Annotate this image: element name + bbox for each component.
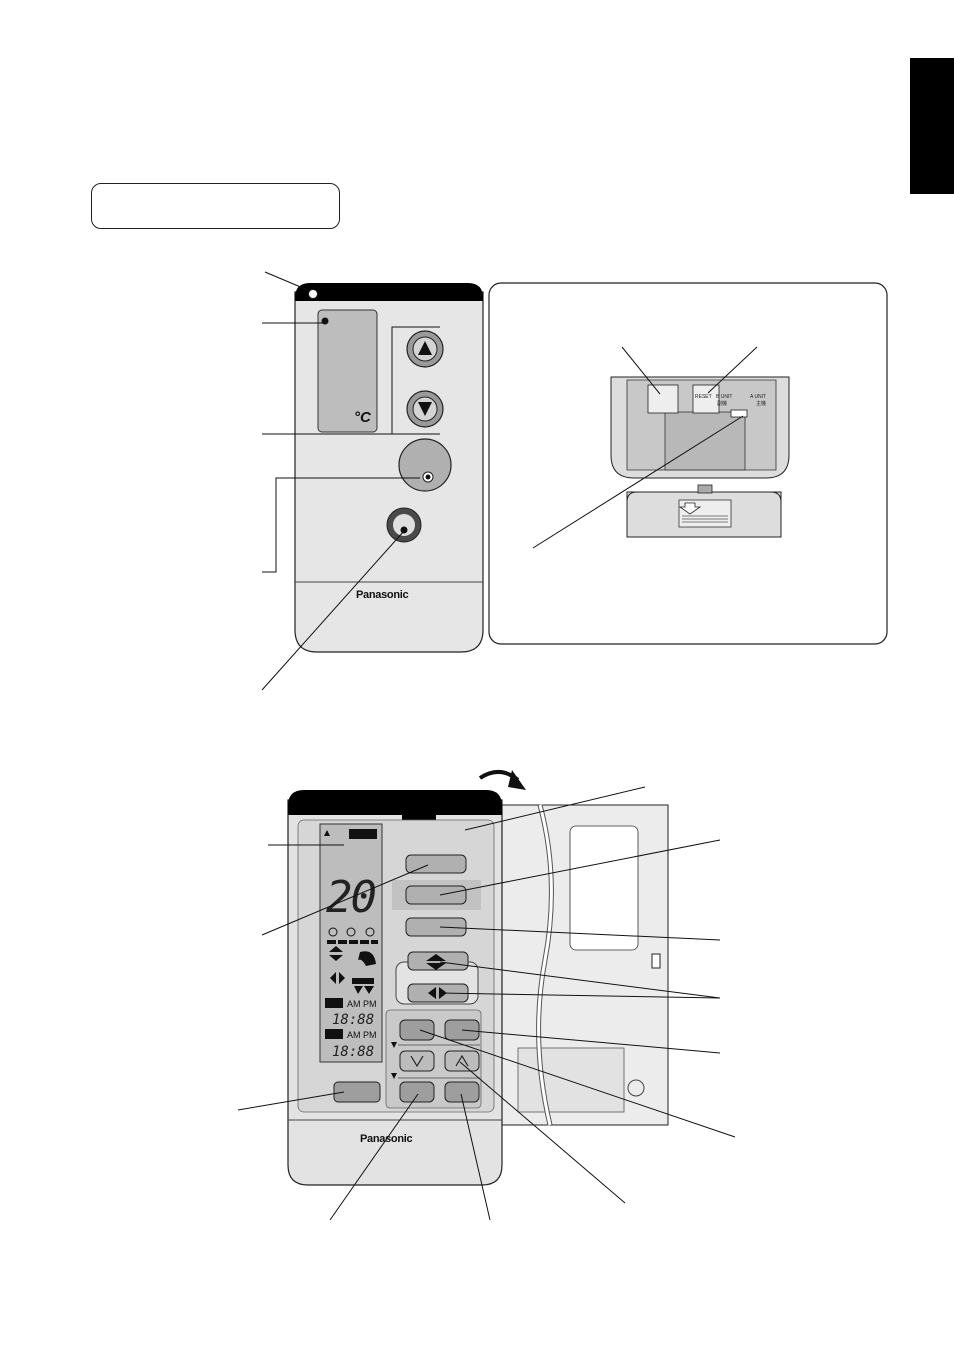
triangle-down-icon (418, 402, 432, 416)
svg-text:A UNIT: A UNIT (750, 394, 766, 400)
bottom-remote: 20 AM PM 18:88 AM PM 18:88 (237, 770, 736, 1221)
inset-panel: RESET B UNIT A UNIT 副機 主機 (488, 282, 888, 645)
triangle-up-icon (418, 341, 432, 355)
timer-set-button[interactable] (399, 1081, 435, 1103)
signal-emitter-icon (308, 289, 318, 299)
timer-on-button[interactable] (399, 1019, 435, 1041)
svg-text:18:88: 18:88 (332, 1044, 374, 1060)
svg-text:副機: 副機 (717, 400, 727, 407)
svg-text:18:88: 18:88 (332, 1012, 374, 1028)
bottom-brand-logo: Panasonic (360, 1133, 413, 1145)
timer-cancel-button[interactable] (444, 1081, 480, 1103)
arrow-down-icon (678, 502, 702, 515)
svg-text:主機: 主機 (756, 400, 766, 407)
time-up-button[interactable] (444, 1050, 480, 1072)
language-tab (910, 58, 954, 194)
top-brand-logo: Panasonic (356, 589, 409, 601)
svg-text:B UNIT: B UNIT (716, 394, 732, 400)
mode-button[interactable] (405, 854, 467, 874)
chevron-down-icon (410, 1055, 424, 1068)
section-title-box (91, 183, 340, 229)
mode-switch (647, 384, 679, 414)
powerful-button[interactable] (405, 917, 467, 937)
svg-text:AM PM: AM PM (347, 999, 377, 1009)
fan-speed-button[interactable] (405, 885, 467, 905)
temperature-display (317, 309, 378, 433)
check-button[interactable] (333, 1081, 381, 1103)
chevron-up-icon (455, 1054, 469, 1067)
on-off-button[interactable] (398, 438, 452, 492)
svg-text:RESET: RESET (695, 394, 712, 400)
top-remote (261, 271, 484, 691)
unit-label: °C (354, 409, 372, 426)
reset-switch (692, 384, 720, 414)
svg-text:AM PM: AM PM (347, 1030, 377, 1040)
time-down-button[interactable] (399, 1050, 435, 1072)
